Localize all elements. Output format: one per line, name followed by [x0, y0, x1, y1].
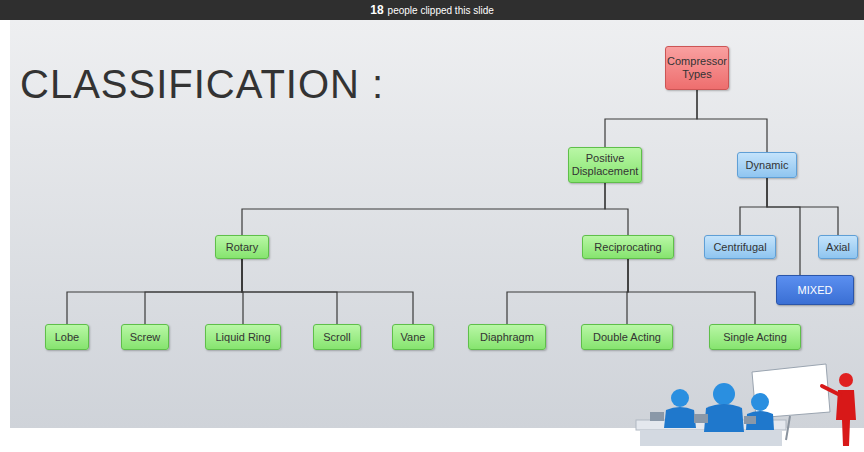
box-label: Vane [401, 331, 426, 344]
clip-count-bar: 18 people clipped this slide [0, 0, 864, 20]
tree-connector [628, 259, 755, 324]
category-box: Positive Displacement [568, 147, 642, 183]
top-bar [0, 0, 864, 20]
category-box: Screw [121, 324, 169, 350]
box-label: Positive Displacement [572, 152, 639, 177]
box-label: Centrifugal [713, 241, 766, 254]
category-box: Double Acting [581, 324, 673, 350]
category-box: Reciprocating [582, 235, 674, 259]
tree-connector [242, 183, 605, 235]
box-label: MIXED [798, 284, 833, 297]
tree-connector [697, 90, 767, 152]
tree-connector [740, 178, 767, 235]
box-label: Dynamic [746, 159, 789, 172]
category-box: Axial [818, 235, 858, 259]
tree-connector [145, 259, 242, 324]
box-label: Double Acting [593, 331, 661, 344]
category-box: Vane [392, 324, 434, 350]
tree-connector [605, 90, 697, 147]
box-label: Axial [826, 241, 850, 254]
category-box: Scroll [313, 324, 361, 350]
clip-caption: people clipped this slide [388, 5, 494, 16]
box-label: Screw [130, 331, 161, 344]
box-label: Compressor Types [667, 55, 727, 80]
slide-panel [10, 20, 864, 428]
student-figures [636, 383, 786, 446]
category-box: Dynamic [737, 152, 797, 178]
tree-connector [507, 259, 628, 324]
category-box: Lobe [45, 324, 89, 350]
box-label: Scroll [323, 331, 351, 344]
slide-title: CLASSIFICATION : [20, 62, 384, 107]
category-box: Rotary [215, 235, 269, 259]
tree-connector [242, 259, 413, 324]
tree-connector [67, 259, 242, 324]
category-box: Diaphragm [468, 324, 546, 350]
clip-count: 18 [370, 3, 383, 17]
box-label: Single Acting [723, 331, 787, 344]
box-label: Diaphragm [480, 331, 534, 344]
tree-connector [767, 178, 800, 275]
teacher-figure [822, 373, 856, 446]
category-box: Centrifugal [704, 235, 776, 259]
category-box: Liquid Ring [205, 324, 281, 350]
box-label: Rotary [226, 241, 258, 254]
category-box: Single Acting [709, 324, 801, 350]
box-label: Reciprocating [594, 241, 661, 254]
tree-connector [605, 183, 628, 235]
box-label: Liquid Ring [215, 331, 270, 344]
category-box: MIXED [776, 275, 854, 305]
root-box: Compressor Types [665, 46, 729, 90]
box-label: Lobe [55, 331, 79, 344]
